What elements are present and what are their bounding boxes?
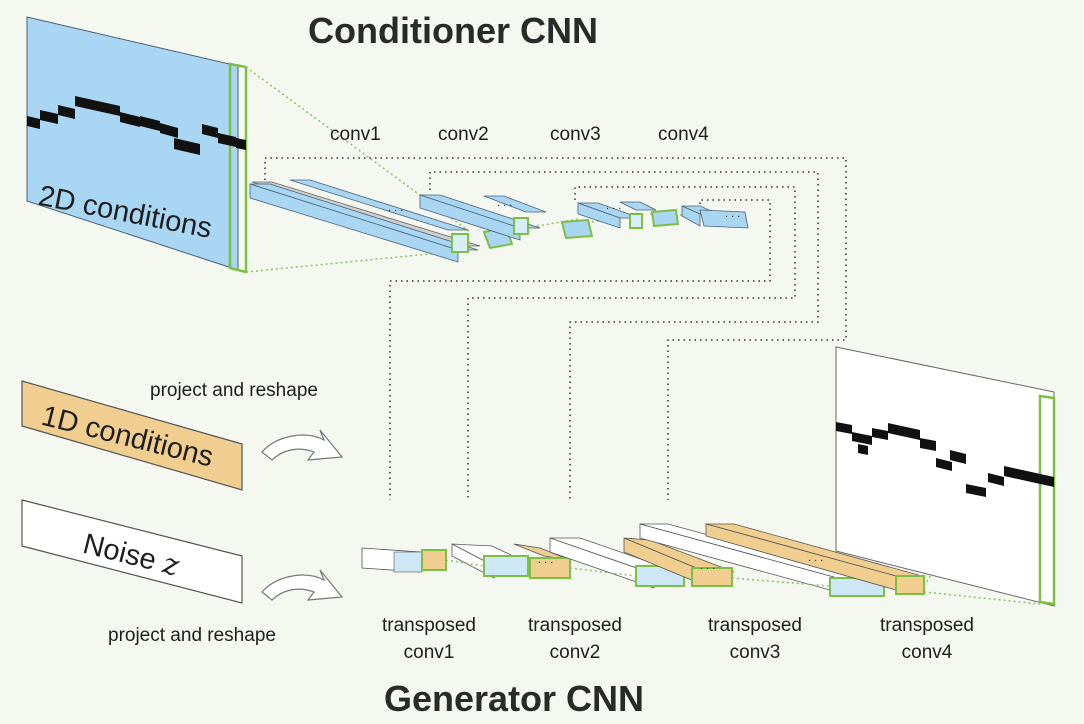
tconv4-label-line1: transposed [879, 615, 974, 636]
tconv1-label: transposed conv1 [364, 612, 494, 666]
tconv4-label: transposed conv4 [862, 612, 992, 666]
tconv3-label-line2: conv3 [729, 642, 781, 663]
input-2d-conditions-plane [26, 16, 248, 274]
piano-roll-notes [27, 96, 246, 155]
output-piano-roll-plane [835, 346, 1056, 607]
conv4-feature-maps [681, 205, 749, 229]
tconv3-feature-maps [549, 537, 735, 589]
tconv2-ellipsis: . . . [538, 554, 554, 566]
conv4-ellipsis: . . . [725, 208, 741, 220]
project-arrow-1d [261, 429, 344, 461]
project-arrow-noise [261, 569, 344, 601]
conv2-ellipsis: . . . [497, 197, 513, 209]
tconv3-label: transposed conv3 [690, 612, 820, 666]
tconv4-ellipsis: . . . [808, 552, 824, 564]
input-noise-box [21, 499, 243, 604]
tconv2-label-line1: transposed [527, 615, 622, 636]
tconv2-label-line2: conv2 [549, 642, 601, 663]
tconv3-ellipsis: . . . [700, 560, 716, 572]
project-reshape-label-noise: project and reshape [108, 625, 276, 646]
tconv1-label-line1: transposed [381, 615, 476, 636]
project-reshape-label-1d: project and reshape [150, 380, 318, 401]
skip-connections [264, 157, 847, 500]
conv1-label: conv1 [330, 124, 381, 145]
conv2-label: conv2 [438, 124, 489, 145]
conv1-ellipsis: . . . [388, 202, 404, 214]
tconv4-feature-maps [639, 523, 925, 597]
generator-title: Generator CNN [384, 678, 645, 719]
conv4-label: conv4 [658, 124, 709, 145]
tconv2-label: transposed conv2 [510, 612, 640, 666]
conv1-feature-maps [249, 179, 514, 263]
tconv3-label-line1: transposed [707, 615, 802, 636]
conv3-feature-maps [577, 201, 680, 229]
tconv1-label-line2: conv1 [403, 642, 455, 663]
tconv1-feature-maps [361, 547, 447, 573]
conditioner-title: Conditioner CNN [308, 10, 598, 51]
conv3-label: conv3 [550, 124, 601, 145]
input-1d-conditions-box [21, 380, 243, 491]
conv2-feature-maps [419, 194, 594, 241]
tconv4-label-line2: conv4 [901, 642, 953, 663]
conv3-ellipsis: . . . [606, 200, 622, 212]
